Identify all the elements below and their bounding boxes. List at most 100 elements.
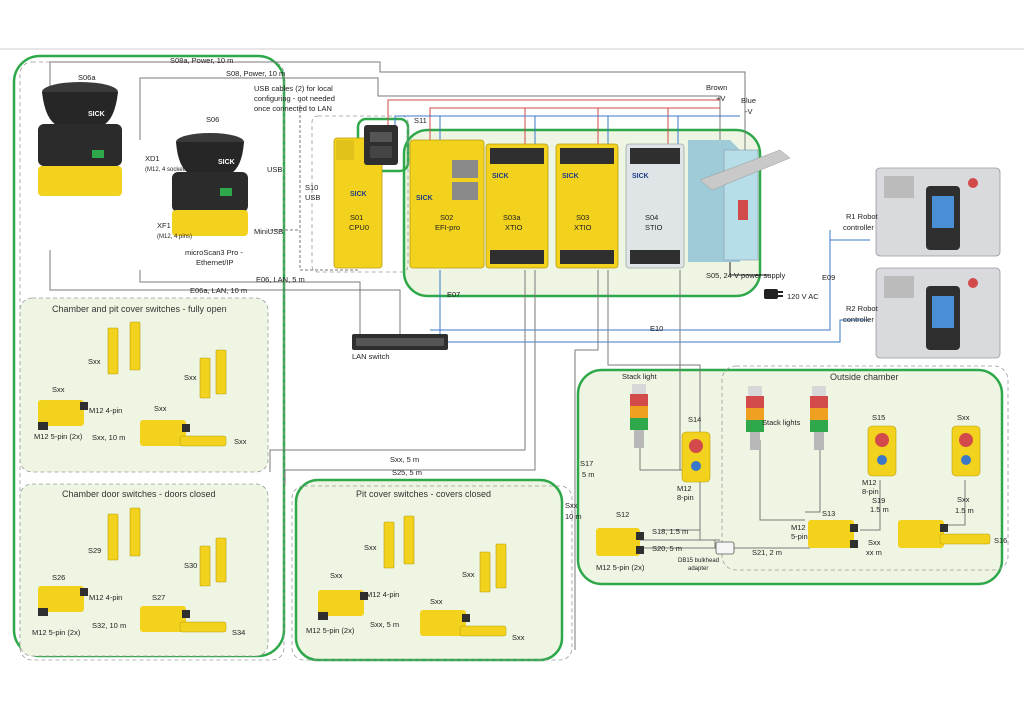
cd-s30: S30 [184,561,197,570]
pc-sxx-d: Sxx [430,597,443,606]
blue-label: Blue [741,96,756,105]
cable-sxx-15: Sxx [957,495,970,504]
cable-sxx10: Sxx [565,501,578,510]
lan-switch [352,334,448,350]
s01-name: CPU0 [349,223,369,232]
cable-e06a: E06a, LAN, 10 m [190,286,247,295]
ac-label: 120 V AC [787,292,819,301]
stack-lights-icon [746,386,828,450]
cable-s11: S11 [414,116,427,125]
switch-s13 [808,520,858,548]
usb-note-1: USB cables (2) for local [254,84,333,93]
module-s03a: SICK [485,143,549,269]
cable-e06: E06, LAN, 5 m [256,275,305,284]
s04-name: STIO [645,223,663,232]
module-s04: SICK [625,143,685,269]
svg-text:SICK: SICK [88,111,105,118]
pit-closed-actuator [383,515,507,593]
module-s03: SICK [555,143,619,269]
pc-sxx-c: Sxx [330,571,343,580]
switch-s12 [596,528,644,556]
s02-name: EFI-pro [435,223,460,232]
plus-v-label: +V [716,94,725,103]
s05-label: S05, 24 V power supply [706,271,785,280]
xd1-label: XD1 [145,154,160,163]
s06a-label: S06a [78,73,96,82]
product-line1: microScan3 Pro - [185,248,243,257]
xf1-label: XF1 [157,221,171,230]
pc-sxx-b: Sxx [462,570,475,579]
svg-text:SICK: SICK [416,195,433,202]
chamber-pit-open-zone [19,297,269,473]
cd-m12-4pin: M12 4-pin [89,593,122,602]
scanner-s06a: SICK [38,82,122,196]
s15-label: S15 [872,413,885,422]
cd-s26: S26 [52,573,65,582]
cabinet-dashed [311,115,409,273]
cable-s17-b: 5 m [582,470,595,479]
module-s11 [364,125,398,165]
s03-id: S03 [576,213,589,222]
r1-label-2: controller [843,223,874,232]
mini-usb-label: MiniUSB [254,227,283,236]
cpo-sxx-d: Sxx [154,404,167,413]
cable-sxx10-b: 10 m [565,512,582,521]
sxx-btn-label: Sxx [957,413,970,422]
estop-sxx [951,425,981,477]
brown-label: Brown [706,83,727,92]
cable-s08a: S08a, Power, 10 m [170,56,233,65]
r2-label-2: controller [843,315,874,324]
pit-closed-title: Pit cover switches - covers closed [356,489,491,499]
s12-m12-5pin: M12 5-pin (2x) [596,563,645,572]
s03a-id: S03a [503,213,521,222]
outside-chamber-title: Outside chamber [830,372,899,382]
s01-id: S01 [350,213,363,222]
db15-adapter-icon [715,541,735,555]
s14-8pin: 8-pin [677,493,694,502]
chamber-pit-open-title: Chamber and pit cover switches - fully o… [52,304,227,314]
robot-r1-controller [875,167,1001,257]
door-closed-actuator [107,507,227,587]
cd-s27: S27 [152,593,165,602]
cd-s34: S34 [232,628,245,637]
s14-m12: M12 [677,484,692,493]
cable-s18: S18, 1.5 m [652,527,688,536]
db15-label-2: adapter [688,566,708,572]
svg-text:SICK: SICK [218,159,235,166]
s15-m12: M12 [862,478,877,487]
sxx-c-label: Sxx [868,538,881,547]
module-s02: SICK [409,139,485,269]
svg-text:SICK: SICK [350,191,367,198]
cpo-m12-4pin: M12 4-pin [89,406,122,415]
pc-sxx-a: Sxx [364,543,377,552]
s12-label: S12 [616,510,629,519]
s16-label: S16 [994,536,1007,545]
door-switch-actuator [107,321,227,399]
usb-label: USB [267,165,282,174]
s06-label: S06 [206,115,219,124]
cable-s10-usb: USB [305,193,320,202]
chamber-door-title: Chamber door switches - doors closed [62,489,216,499]
lan-switch-label: LAN switch [352,352,390,361]
cable-s19-b: 1.5 m [870,505,889,514]
cable-e09: E09 [822,273,835,282]
usb-note-2: configuring - not needed [254,94,335,103]
cpo-m12-5pin: M12 5-pin (2x) [34,432,83,441]
s13-label: S13 [822,509,835,518]
cable-s17: S17 [580,459,593,468]
usb-note-3: once connected to LAN [254,104,332,113]
cpo-sxx-f: Sxx [234,437,247,446]
door-closed-switch [38,586,227,633]
xx-m-label: xx m [866,548,882,557]
svg-text:SICK: SICK [632,173,649,180]
cpo-sxx-b: Sxx [184,373,197,382]
robot-r2-controller [875,267,1001,359]
power-plug-icon [764,289,783,299]
cable-s20: S20, 5 m [652,544,682,553]
s03a-name: XTIO [505,223,523,232]
s13-5pin: 5-pin [791,532,808,541]
chamber-door-zone [19,483,269,657]
cable-e10: E10 [650,324,663,333]
cd-s29: S29 [88,546,101,555]
